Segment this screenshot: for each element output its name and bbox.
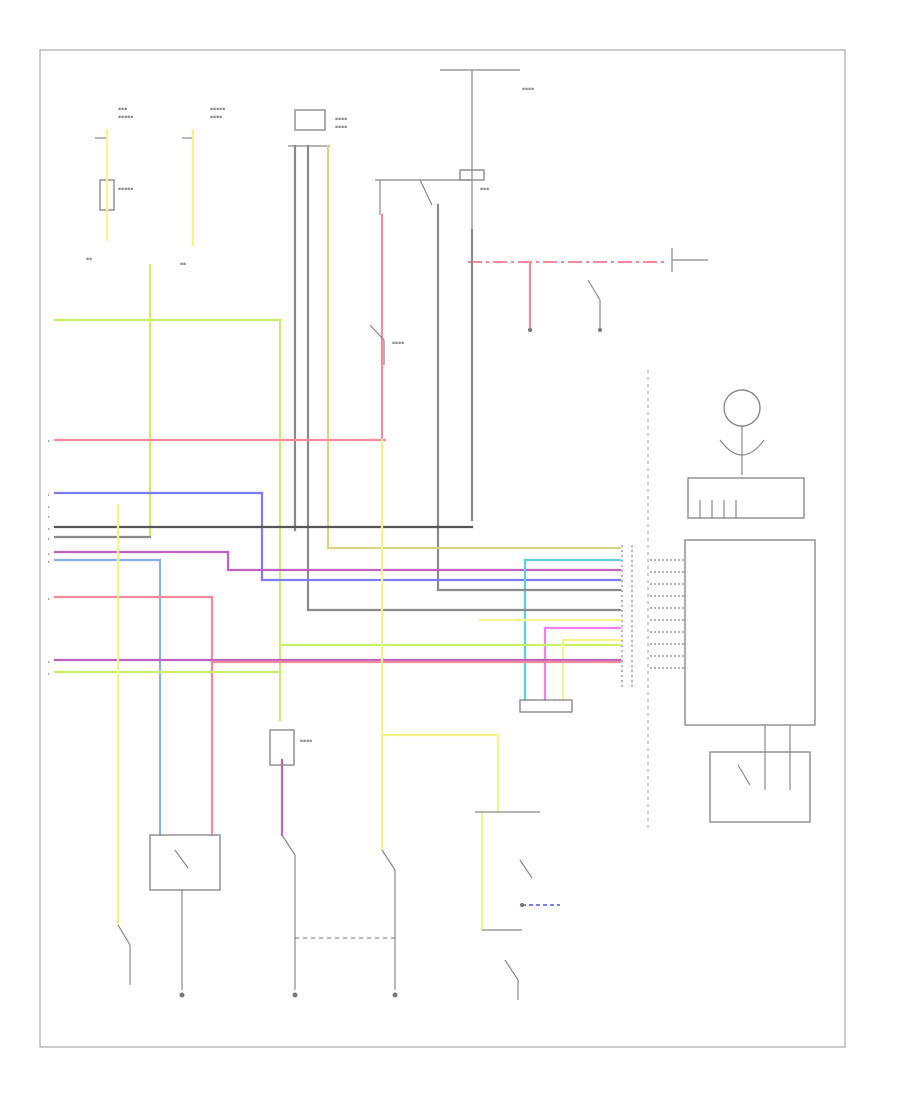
svg-text:▪▪▪▪▪: ▪▪▪▪▪	[118, 115, 133, 120]
cluster-switch-box	[709, 725, 811, 823]
svg-text:▪▪▪▪: ▪▪▪▪	[300, 739, 312, 744]
relay-box-lower-left	[149, 834, 221, 990]
svg-text:▪▪: ▪▪	[86, 257, 92, 262]
svg-text:▸: ▸	[48, 526, 50, 531]
svg-text:▪▪: ▪▪	[180, 262, 186, 267]
bus-connector-block	[519, 699, 573, 713]
svg-text:▪▪▪▪: ▪▪▪▪	[335, 117, 347, 122]
instrument-cluster	[650, 389, 816, 726]
svg-text:▸: ▸	[48, 596, 50, 601]
svg-text:▪▪▪▪: ▪▪▪▪	[392, 341, 404, 346]
relay-lower-center: ▪▪▪▪	[269, 729, 312, 766]
svg-text:▪▪▪: ▪▪▪	[118, 107, 127, 112]
svg-text:▸: ▸	[48, 504, 50, 509]
svg-text:▸: ▸	[48, 438, 50, 443]
switch-lower-right	[504, 959, 519, 1000]
switch-lower-center-2	[381, 849, 398, 998]
ignition-top: ▪▪▪▪ ▪▪▪	[440, 69, 534, 230]
fuse-left-1: ▪▪▪ ▪▪▪▪▪ ▪▪▪▪▪ ▪▪	[86, 107, 133, 262]
relay-upper: ▪▪▪▪ ▪▪▪▪	[288, 109, 347, 147]
fuse-left-2: ▪▪▪▪▪ ▪▪▪▪ ▪▪	[180, 107, 225, 267]
relay-mid-center: ▪▪▪▪	[369, 324, 404, 365]
svg-text:▸: ▸	[48, 559, 50, 564]
ignition-feed-line	[468, 248, 708, 272]
svg-text:▪▪▪▪: ▪▪▪▪	[522, 87, 534, 92]
page-frame	[39, 49, 846, 1048]
svg-text:▸: ▸	[48, 659, 50, 664]
svg-text:▪▪▪▪▪: ▪▪▪▪▪	[210, 107, 225, 112]
cluster-connector	[687, 477, 805, 519]
svg-text:▸: ▸	[48, 671, 50, 676]
switch-lower-left	[117, 924, 131, 985]
svg-text:▪▪▪▪: ▪▪▪▪	[335, 125, 347, 130]
svg-text:▪▪▪: ▪▪▪	[480, 187, 489, 192]
switch-upper-center	[375, 179, 470, 215]
switch-lower-center-1	[281, 834, 298, 998]
switch-right-1	[528, 279, 602, 332]
left-connector-pins: ▸ ▸ ▸ ▸ ▸ ▸ ▸ ▸ ▸ ▸ ▸	[48, 438, 50, 676]
svg-text:▸: ▸	[48, 514, 50, 519]
relay-lower-right	[475, 811, 560, 931]
bus-connector-column	[621, 545, 633, 690]
svg-text:▪▪▪▪▪: ▪▪▪▪▪	[118, 187, 133, 192]
svg-text:▪▪▪▪: ▪▪▪▪	[210, 115, 222, 120]
gauge-icon	[723, 389, 761, 427]
svg-text:▸: ▸	[48, 551, 50, 556]
ground-dot-left	[179, 992, 185, 998]
cluster-control-unit	[684, 539, 816, 726]
svg-text:▸: ▸	[48, 536, 50, 541]
svg-text:▸: ▸	[48, 492, 50, 497]
